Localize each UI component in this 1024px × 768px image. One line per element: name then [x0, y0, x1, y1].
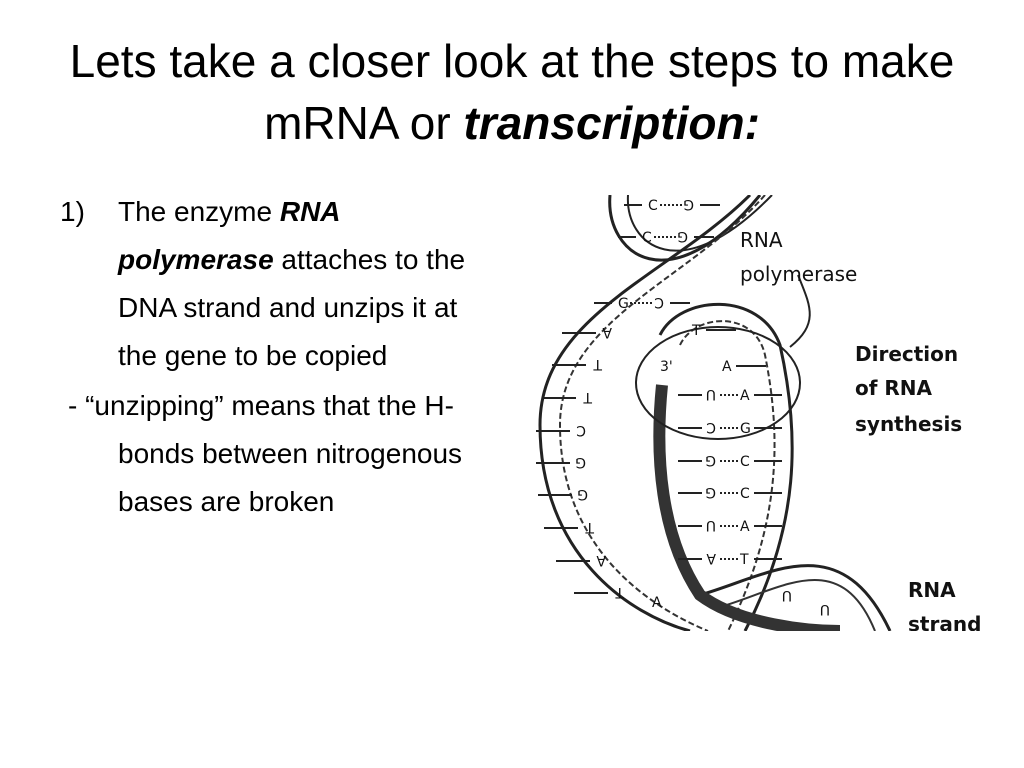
- polymerase-bubble: [635, 326, 801, 440]
- list-number: 1): [60, 196, 85, 227]
- text-before: The enzyme: [118, 196, 280, 227]
- left-strand-base: G: [575, 454, 586, 470]
- bubble-base: T: [691, 323, 701, 339]
- helix-right-backbone-inner: [679, 320, 776, 631]
- bubble-base: A: [722, 359, 732, 375]
- direction-label-line1: Direction: [855, 342, 958, 366]
- left-strand-base: C: [576, 422, 586, 438]
- dna-helix-illustration: 3' RNA polymerase Direction of RNA synth…: [536, 195, 981, 631]
- rna-polymerase-label-line2: polymerase: [740, 262, 857, 286]
- rna-base: U: [706, 517, 716, 533]
- rna-polymerase-label-line1: RNA: [740, 228, 783, 252]
- list-text: The enzyme RNA polymerase attaches to th…: [118, 188, 500, 380]
- text-after: attaches to the DNA strand and unzips it…: [118, 244, 466, 371]
- rna-strand-label-line1: RNA: [908, 578, 956, 602]
- lower-base: U: [782, 587, 792, 603]
- rna-base: U: [706, 386, 716, 402]
- helix-left-backbone: [538, 195, 752, 631]
- left-strand-base: T: [585, 519, 595, 535]
- template-base: C: [740, 486, 750, 502]
- direction-label-line3: synthesis: [855, 412, 962, 436]
- rna-base: A: [706, 550, 716, 566]
- helix-left-backbone-inner: [558, 195, 766, 631]
- top-pair-left-base: C: [642, 230, 652, 246]
- left-strand-base: A: [596, 552, 606, 568]
- rna-strand-ribbon: [653, 384, 841, 631]
- rna-strand-label-line2: strand: [908, 612, 981, 631]
- left-strand-base: T: [593, 356, 603, 372]
- left-strand-base: T: [583, 389, 593, 405]
- rna-base: G: [705, 452, 716, 468]
- top-pair-right-base: G: [683, 196, 694, 212]
- helix-lower-crossing: [699, 564, 892, 631]
- template-base: C: [740, 454, 750, 470]
- helix-top-left-backbone-inner: [626, 195, 773, 252]
- template-base: A: [740, 519, 750, 535]
- rna-base: G: [705, 484, 716, 500]
- rna-base: C: [706, 419, 716, 435]
- title-text: Lets take a closer look at the steps to …: [69, 35, 955, 149]
- transcription-diagram: 3' RNA polymerase Direction of RNA synth…: [510, 195, 990, 631]
- left-strand-base: A: [602, 324, 612, 340]
- top-pair-left-base: C: [648, 198, 658, 214]
- list-item-1: 1) The enzyme RNA polymerase attaches to…: [60, 188, 500, 380]
- lower-base: A: [652, 595, 662, 611]
- top-pair-left-base: G: [618, 296, 629, 312]
- title-emphasis: transcription:: [463, 97, 760, 149]
- helix-lower-crossing-inner: [719, 579, 876, 631]
- left-strand-base: G: [577, 486, 588, 502]
- lower-base: U: [820, 601, 830, 617]
- direction-label-line2: of RNA: [855, 376, 933, 400]
- helix-right-backbone: [658, 302, 794, 631]
- helix-top-left-backbone: [608, 195, 762, 262]
- slide-title: Lets take a closer look at the steps to …: [40, 30, 984, 154]
- polymerase-pointer-line: [789, 274, 811, 348]
- top-pair-right-base: G: [677, 228, 688, 244]
- three-prime-label: 3': [660, 359, 673, 375]
- template-base: T: [739, 552, 749, 568]
- enzyme-name: RNA polymerase: [118, 196, 340, 275]
- template-base: G: [740, 421, 751, 437]
- template-base: A: [740, 388, 750, 404]
- top-pair-right-base: C: [654, 294, 664, 310]
- left-strand-base: T: [615, 584, 625, 600]
- slide-body: 1) The enzyme RNA polymerase attaches to…: [60, 188, 500, 526]
- subpoint-text: - “unzipping” means that the H-bonds bet…: [68, 390, 463, 517]
